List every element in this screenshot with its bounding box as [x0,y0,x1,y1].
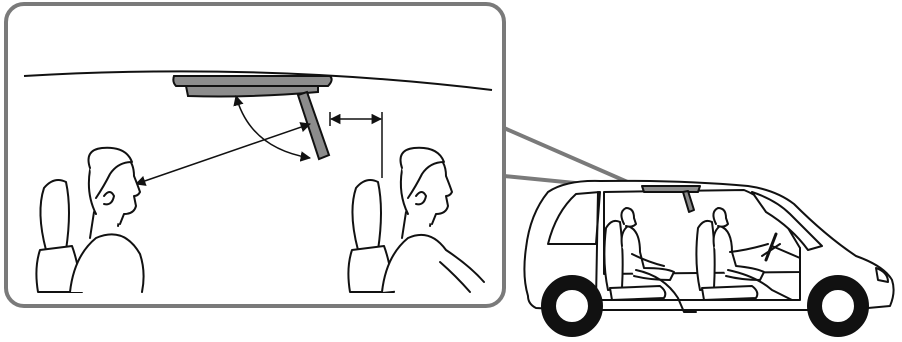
vehicle-overhead-screen [641,185,701,193]
vehicle-rear-passenger [603,207,697,313]
sliding-door-outline [595,191,801,301]
zoom-view-panel [4,2,506,308]
front-wheel [807,275,869,337]
zoom-view-frame [4,2,506,308]
rear-window [547,191,601,245]
clearance-dimension [329,112,383,178]
vehicle-side-view [523,179,895,337]
folded-screen [296,90,331,161]
headlight [875,267,889,283]
angle-arc [233,94,312,162]
vehicle-folded-screen [682,190,695,213]
overhead-screen-housing [172,75,333,98]
rear-passenger-figure [35,146,145,293]
front-occupant-figure [347,146,485,293]
windshield [751,191,823,251]
rear-wheel [541,275,603,337]
vehicle-driver [695,207,801,301]
roof-line [23,70,493,91]
viewing-distance-arrow [135,122,311,186]
